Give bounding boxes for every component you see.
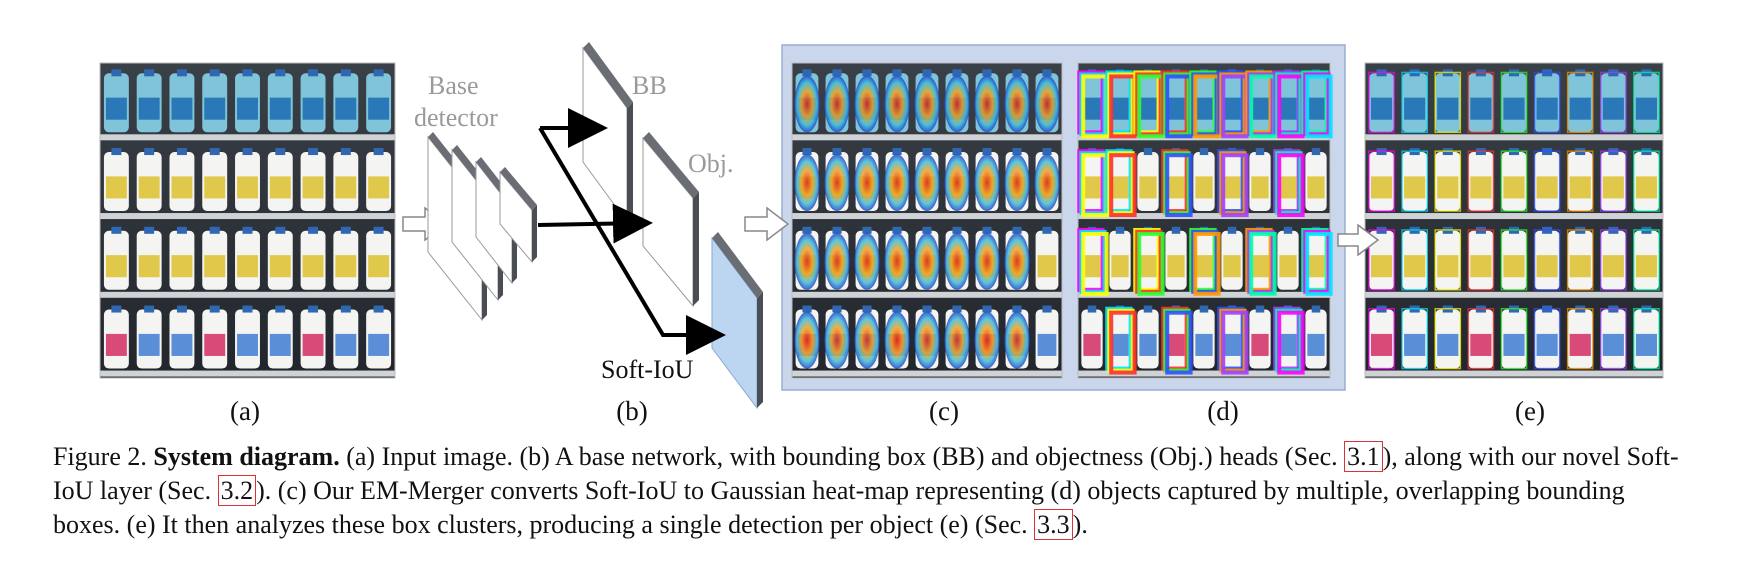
- head-arrows: [537, 108, 726, 355]
- caption-part2: ), along with our novel Soft-IoU layer (…: [53, 442, 1679, 505]
- obj-label: Obj.: [688, 149, 734, 178]
- caption-part1: (a) Input image. (b) A base network, wit…: [346, 442, 1338, 471]
- section-ref-3-3[interactable]: 3.3: [1034, 509, 1073, 540]
- panel-label-b: (b): [616, 396, 648, 426]
- bb-head: [582, 42, 633, 224]
- caption-title: System diagram.: [153, 442, 340, 471]
- hollow-arrow-2: [744, 206, 790, 242]
- final-detections-image: [1364, 62, 1664, 379]
- panel-label-e: (e): [1515, 396, 1545, 426]
- panel-label-a: (a): [230, 396, 260, 426]
- figure-caption: Figure 2. System diagram. (a) Input imag…: [53, 440, 1693, 542]
- base-detector-label-line1: Base: [428, 71, 479, 100]
- panel-label-c: (c): [929, 396, 959, 426]
- heatmap-image: [791, 62, 1063, 379]
- hollow-arrow-3: [1337, 223, 1380, 257]
- softiou-layer: [711, 232, 763, 410]
- caption-part4: ).: [1072, 510, 1088, 539]
- softiou-label: Soft-IoU: [601, 355, 694, 384]
- base-detector-label-line2: detector: [414, 103, 498, 132]
- input-image: [99, 62, 396, 379]
- caption-prefix: Figure 2.: [53, 442, 147, 471]
- obj-head: [642, 132, 699, 308]
- base-detector-layers: [427, 132, 537, 322]
- overlapping-boxes-image: [1077, 62, 1333, 379]
- section-ref-3-2[interactable]: 3.2: [217, 475, 257, 506]
- section-ref-3-1[interactable]: 3.1: [1344, 441, 1383, 472]
- caption-part3: ). (c) Our EM-Merger converts Soft-IoU t…: [53, 476, 1625, 539]
- bb-label: BB: [632, 71, 667, 100]
- panel-label-d: (d): [1207, 396, 1239, 426]
